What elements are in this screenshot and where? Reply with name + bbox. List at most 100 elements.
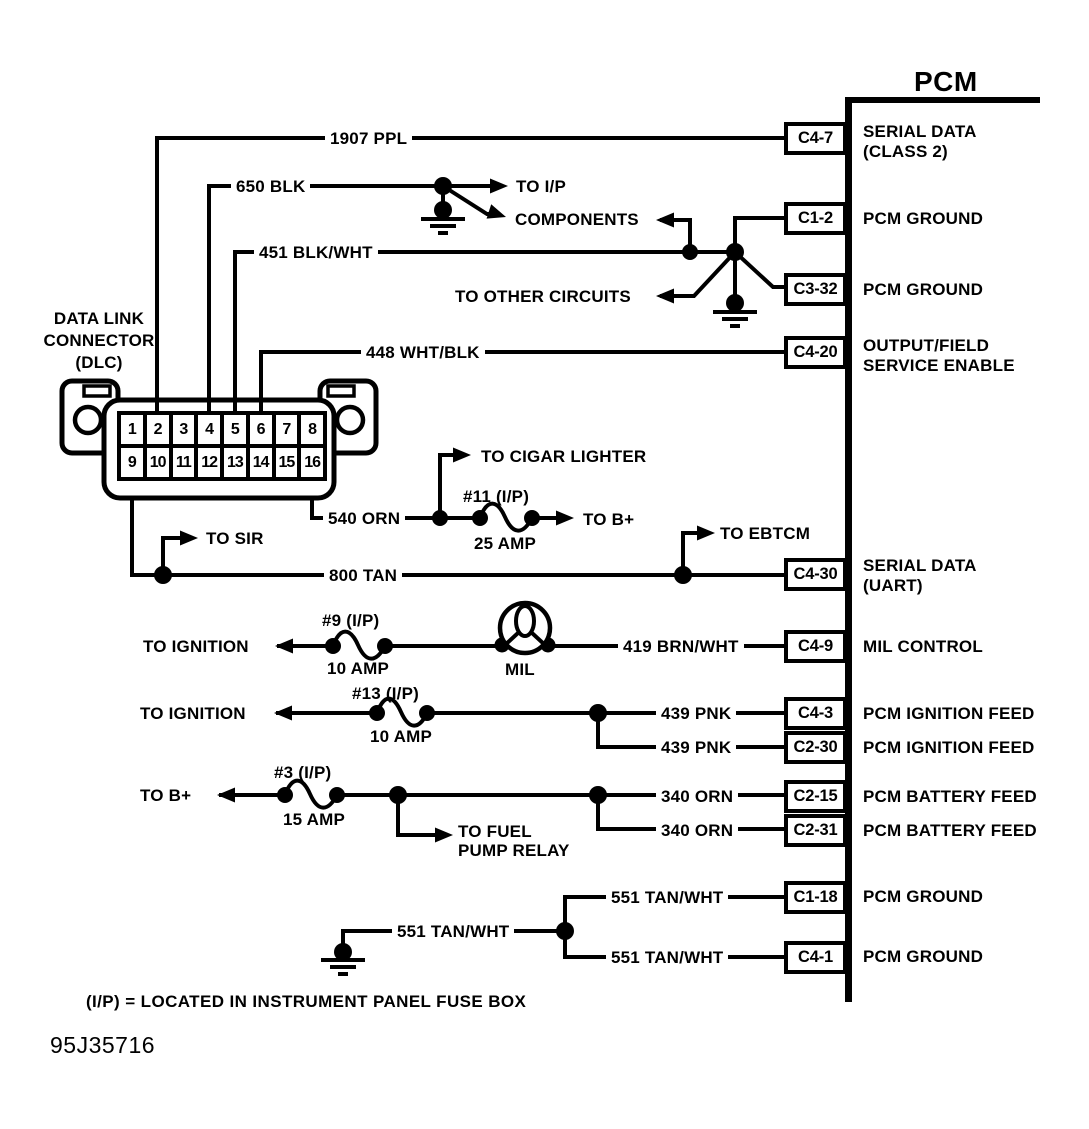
- fuse-9-wave: [331, 629, 387, 661]
- wire-label-551-lower: 551 TAN/WHT: [606, 948, 729, 967]
- fuse-13-rating: 10 AMP: [370, 727, 432, 746]
- ground-icon: [319, 958, 367, 976]
- pcm-pin-box-c3-32: C3-32: [784, 273, 847, 306]
- fuse-9-name: #9 (I/P): [322, 611, 380, 630]
- dest-to-ebtcm: TO EBTCM: [720, 524, 811, 543]
- dlc-pin: 15: [275, 448, 298, 477]
- wire-label-439-pnk-a: 439 PNK: [656, 704, 737, 723]
- dest-to-cigar-lighter: TO CIGAR LIGHTER: [481, 447, 647, 466]
- pcm-pin-box-c4-3: C4-3: [784, 697, 847, 730]
- pcm-pin-function: SERVICE ENABLE: [863, 356, 1015, 375]
- wire-label-551-main: 551 TAN/WHT: [392, 922, 515, 941]
- pcm-pin-function: PCM BATTERY FEED: [863, 787, 1037, 806]
- ground-symbols: [319, 217, 759, 976]
- fuse-11-wave: [478, 501, 534, 533]
- pcm-pin-function: OUTPUT/FIELD: [863, 336, 990, 355]
- dlc-pin: 11: [172, 448, 195, 477]
- wire-800-tan: [130, 498, 784, 577]
- wire-label-1907-ppl: 1907 PPL: [325, 129, 413, 148]
- dlc-pin: 14: [249, 448, 272, 477]
- wire-label-451-blk-wht: 451 BLK/WHT: [254, 243, 378, 262]
- pcm-pin-function: PCM IGNITION FEED: [863, 738, 1035, 757]
- dlc-pin: 5: [224, 415, 246, 444]
- wire-label-340-orn-b: 340 ORN: [656, 821, 739, 840]
- arrowheads: [180, 178, 715, 843]
- wire-label-419-brn-wht: 419 BRN/WHT: [618, 637, 744, 656]
- pcm-pin-function: PCM IGNITION FEED: [863, 704, 1035, 723]
- dlc-label-line1: DATA LINK: [53, 309, 145, 328]
- wire-1907-ppl: [155, 136, 784, 412]
- fuse-3-rating: 15 AMP: [283, 810, 345, 829]
- wire-label-551-upper: 551 TAN/WHT: [606, 888, 729, 907]
- dest-to-b-plus-upper: TO B+: [583, 510, 635, 529]
- pcm-pin-box-c2-30: C2-30: [784, 731, 847, 764]
- dest-to-fuel-line2: PUMP RELAY: [458, 841, 570, 860]
- footnote: (I/P) = LOCATED IN INSTRUMENT PANEL FUSE…: [86, 992, 527, 1011]
- ground-icon: [419, 217, 467, 235]
- part-number: 95J35716: [50, 1032, 156, 1058]
- dlc-pin: 10: [146, 448, 169, 477]
- wire-label-439-pnk-b: 439 PNK: [656, 738, 737, 757]
- dlc-pin: 16: [301, 448, 323, 477]
- wire-label-650-blk: 650 BLK: [231, 177, 311, 196]
- dest-components: COMPONENTS: [515, 210, 639, 229]
- pcm-pin-function: (CLASS 2): [863, 142, 948, 161]
- pcm-pin-function: PCM GROUND: [863, 209, 984, 228]
- pcm-pin-box-c4-20: C4-20: [784, 336, 847, 369]
- wire-448-wht-blk: [259, 350, 784, 412]
- dlc-pin: 12: [198, 448, 220, 477]
- fuse-3-wave: [283, 778, 339, 810]
- dlc-pin: 8: [301, 415, 323, 444]
- dlc-mount-hole-right: [334, 404, 366, 436]
- dlc-pin: 6: [249, 415, 272, 444]
- dlc-pin: 4: [198, 415, 220, 444]
- pcm-pin-function: SERIAL DATA: [863, 556, 977, 575]
- wire-label-800-tan: 800 TAN: [324, 566, 403, 585]
- pcm-module-outline: [845, 97, 1040, 1002]
- pcm-pin-box-c2-31: C2-31: [784, 814, 847, 847]
- pcm-pin-function: PCM GROUND: [863, 280, 984, 299]
- fuse-13-name: #13 (I/P): [352, 684, 419, 703]
- pcm-pin-box-c4-30: C4-30: [784, 558, 847, 591]
- pcm-pin-function: (UART): [863, 576, 923, 595]
- dlc-label-line2: CONNECTOR: [43, 331, 155, 350]
- pcm-pin-box-c4-7: C4-7: [784, 122, 847, 155]
- pcm-pin-function: SERIAL DATA: [863, 122, 977, 141]
- dest-to-ignition-2: TO IGNITION: [140, 704, 246, 723]
- pcm-pin-function: MIL CONTROL: [863, 637, 983, 656]
- pcm-pin-box-c1-2: C1-2: [784, 202, 847, 235]
- mil-lamp-icon: [497, 600, 553, 656]
- dest-to-b-plus-lower: TO B+: [140, 786, 192, 805]
- dlc-label-line3: (DLC): [75, 353, 123, 372]
- dest-to-ip: TO I/P: [516, 177, 567, 196]
- dlc-mount-hole-left: [72, 404, 104, 436]
- mil-lamp-label: MIL: [505, 660, 535, 679]
- fuse-11-name: #11 (I/P): [463, 487, 530, 506]
- dest-to-ignition-mil: TO IGNITION: [143, 637, 249, 656]
- fuse-3-name: #3 (I/P): [274, 763, 332, 782]
- fuse-11-rating: 25 AMP: [474, 534, 536, 553]
- fuse-13-wave: [375, 696, 429, 728]
- dest-to-fuel-line1: TO FUEL: [458, 822, 532, 841]
- wire-451-blk-wht: [233, 250, 735, 412]
- pcm-title: PCM: [914, 66, 978, 97]
- dlc-pin: 2: [146, 415, 169, 444]
- dlc-pin: 7: [275, 415, 298, 444]
- dest-to-sir: TO SIR: [206, 529, 264, 548]
- wire-label-448-wht-blk: 448 WHT/BLK: [361, 343, 485, 362]
- dlc-pin: 1: [121, 415, 143, 444]
- pcm-pin-box-c4-1: C4-1: [784, 941, 847, 974]
- junction-dots: [154, 177, 744, 961]
- pcm-pin-box-c2-15: C2-15: [784, 780, 847, 813]
- dest-to-other-circuits: TO OTHER CIRCUITS: [455, 287, 631, 306]
- dlc-pin: 13: [224, 448, 246, 477]
- dlc-pin: 3: [172, 415, 195, 444]
- wire-label-340-orn-a: 340 ORN: [656, 787, 739, 806]
- dlc-pin-grid: 1 2 3 4 5 6 7 8 9 10 11 12 13 14 15 16: [117, 411, 327, 481]
- pcm-pin-function: PCM GROUND: [863, 887, 984, 906]
- pcm-pin-function: PCM GROUND: [863, 947, 984, 966]
- wire-650-blk: [207, 184, 496, 412]
- wire-540-orn: [310, 498, 480, 520]
- pcm-pin-box-c1-18: C1-18: [784, 881, 847, 914]
